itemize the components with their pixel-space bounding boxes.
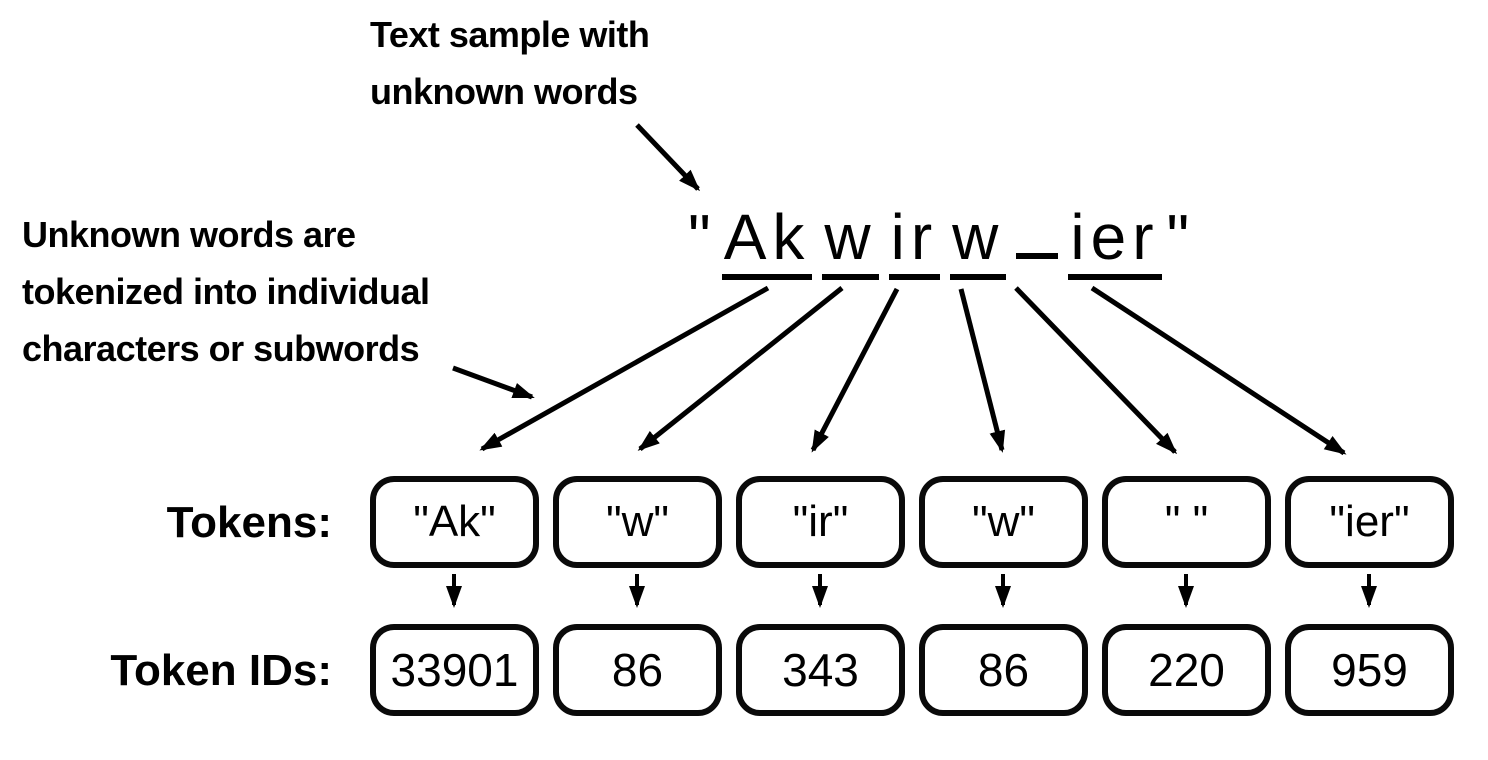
token-box-6: "ier": [1285, 476, 1454, 568]
sample-segment-ak: Ak: [721, 200, 813, 280]
token-id-box-1: 33901: [370, 624, 539, 716]
segment-arrow-5: [1014, 286, 1178, 455]
sample-segment-space: [1016, 253, 1059, 259]
left-annotation: Unknown words are tokenized into individ…: [22, 206, 430, 377]
top-annotation: Text sample with unknown words: [370, 6, 650, 120]
segment-arrow-3: [810, 287, 900, 453]
segment-arrow-2: [637, 286, 844, 451]
left-annotation-line-3: characters or subwords: [22, 328, 420, 369]
top-annotation-line-2: unknown words: [370, 71, 638, 112]
token-box-2: "w": [553, 476, 722, 568]
top-annotation-line-1: Text sample with: [370, 14, 650, 55]
token-id-box-4: 86: [919, 624, 1088, 716]
token-id-box-2: 86: [553, 624, 722, 716]
token-id-box-5: 220: [1102, 624, 1271, 716]
left-annotation-line-1: Unknown words are: [22, 214, 356, 255]
sample-close-quote: ": [1166, 201, 1196, 273]
top-annotation-arrow: [635, 123, 701, 192]
tokens-row-label: Tokens:: [166, 498, 332, 547]
token-box-3: "ir": [736, 476, 905, 568]
token-box-1: "Ak": [370, 476, 539, 568]
sample-open-quote: ": [688, 201, 717, 273]
token-box-5: " ": [1102, 476, 1271, 568]
sample-segment-ier: ier: [1068, 200, 1162, 280]
token-id-box-6: 959: [1285, 624, 1454, 716]
segment-arrow-4: [958, 288, 1006, 453]
segment-arrow-6: [1090, 285, 1347, 456]
left-annotation-arrow: [452, 365, 535, 400]
token-ids-row-label: Token IDs:: [110, 646, 332, 695]
token-id-box-3: 343: [736, 624, 905, 716]
left-annotation-line-2: tokenized into individual: [22, 271, 430, 312]
sample-segment-ir: ir: [888, 200, 941, 280]
segment-arrow-1: [479, 285, 770, 452]
sample-segment-w2: w: [950, 200, 1007, 280]
token-box-4: "w": [919, 476, 1088, 568]
sample-segment-w1: w: [822, 200, 879, 280]
